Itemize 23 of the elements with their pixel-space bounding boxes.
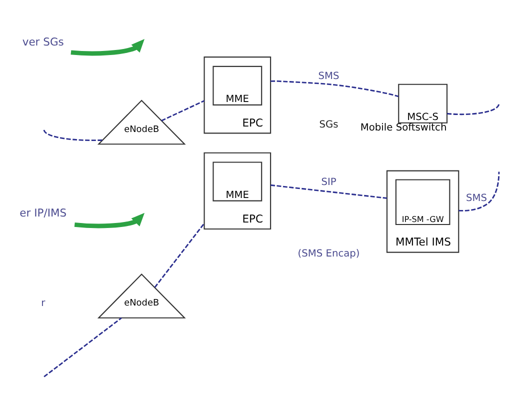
connector: [44, 317, 122, 378]
connector: [154, 222, 205, 288]
node-box: MME: [212, 162, 262, 202]
connector: [447, 104, 500, 116]
node-text: er IP/IMS: [20, 206, 67, 220]
connector: [43, 130, 102, 142]
label: (SMS Encap): [298, 248, 360, 260]
label: SGs: [319, 120, 338, 131]
connector: [270, 184, 388, 199]
arrow: [70, 39, 144, 56]
node-box: IP-SM -GW: [395, 179, 450, 226]
node-box: MME: [212, 66, 262, 106]
node-text: ver SGs: [22, 35, 64, 48]
edge-label: SMS: [466, 193, 488, 204]
node-box: MSC-S: [398, 84, 448, 124]
edge-label: SMS: [318, 71, 340, 82]
node-label: Mobile Softswitch: [360, 122, 447, 134]
connector: [270, 80, 399, 98]
connector: [458, 172, 500, 212]
arrow: [74, 212, 145, 228]
connector: [161, 100, 205, 122]
edge-label: SIP: [321, 176, 336, 188]
label: r: [41, 298, 46, 309]
